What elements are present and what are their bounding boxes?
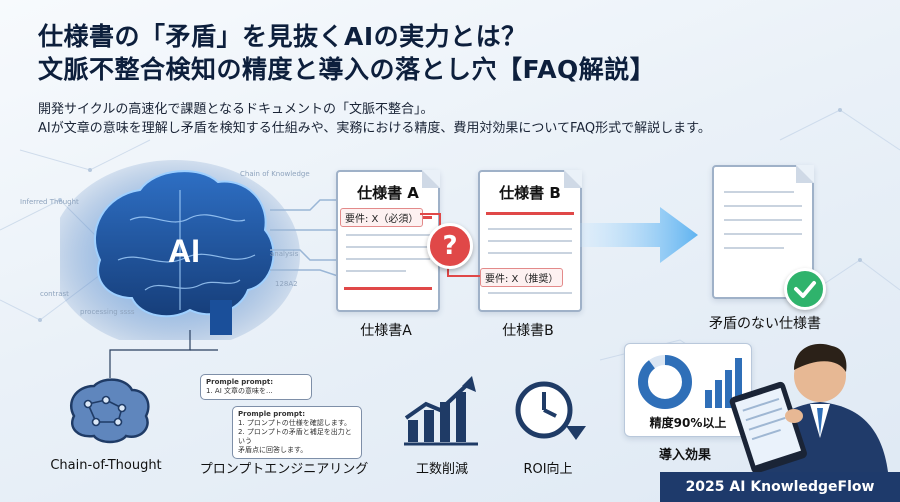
text-line [346, 234, 430, 236]
text-line [346, 270, 406, 272]
check-icon [784, 268, 826, 310]
mini-bars-icon [705, 358, 742, 408]
conflict-question-icon: ? [427, 223, 473, 269]
title-line-2: 文脈不整合検知の精度と導入の落とし穴【FAQ解説】 [38, 55, 656, 84]
bg-text-0: Chain of Knowledge [240, 170, 310, 178]
text-line [488, 252, 572, 254]
bar-chart-icon [404, 376, 478, 446]
page-fold-icon [422, 170, 440, 188]
text-line [488, 240, 572, 242]
spec-a-conflict-line-2 [344, 287, 432, 290]
accuracy-card: 精度90%以上 [624, 343, 752, 437]
caption-spec-a: 仕様書A [360, 323, 412, 339]
brain-connectors [270, 199, 350, 281]
footer-credit: 2025 AI KnowledgeFlow [660, 472, 900, 502]
spec-a-requirement: 要件: X（必須） [340, 208, 424, 227]
prompt-bubble-2-text-3: 矛盾点に回答します。 [238, 446, 308, 454]
businessman-illustration [729, 343, 888, 472]
spec-a-document: 仕様書 A [336, 170, 440, 312]
page-fold-icon [564, 170, 582, 188]
text-line [724, 233, 802, 235]
prompt-bubble-2-text-2: 2. プロンプトの矛盾と補足を出力という [238, 428, 352, 445]
arrow-right-icon [580, 207, 698, 263]
clock-icon [515, 381, 586, 440]
prompt-bubble-2-text-1: 1. プロンプトの仕様を確認します。 [238, 419, 351, 427]
accuracy-label: 精度90%以上 [649, 416, 727, 430]
cot-label: Chain-of-Thought [50, 458, 162, 473]
workload-label: 工数削減 [415, 462, 468, 477]
ai-brain-illustration: AI Inferred Thought Chain of Knowledge c… [20, 150, 320, 350]
caption-result: 矛盾のない仕様書 [709, 316, 821, 332]
spec-a-title: 仕様書 A [357, 184, 419, 202]
spec-b-conflict-line [486, 212, 574, 215]
conflict-mark: ? [442, 231, 458, 261]
prompt-bubble-2-title: Promple prompt: [238, 410, 306, 418]
brain-label: AI [168, 233, 200, 269]
effect-label: 導入効果 [658, 448, 711, 463]
prompt-label: プロンプトエンジニアリング [199, 462, 369, 477]
bg-text-4: 128A2 [275, 280, 298, 288]
donut-chart-icon [638, 355, 692, 409]
prompt-bubble-1-title: Promple prompt: [206, 378, 274, 386]
prompt-bubble-1: Promple prompt: 1. AI 文章の意味を... [200, 374, 312, 400]
page-title: 仕様書の「矛盾」を見抜くAIの実力とは？ 文脈不整合検知の精度と導入の落とし穴【… [38, 20, 655, 86]
brain-icon: AI [50, 160, 300, 350]
spec-b-document: 仕様書 B [478, 170, 582, 312]
subtitle-line-1: 開発サイクルの高速化で課題となるドキュメントの「文脈不整合」。 [38, 102, 434, 117]
text-line [488, 228, 572, 230]
text-line [724, 247, 784, 249]
bg-text-1: Inferred Thought [20, 198, 79, 206]
bg-text-2: contrast [40, 290, 69, 298]
spec-b-requirement: 要件: X（推奨） [480, 268, 564, 287]
bg-text-3: analysis [270, 250, 299, 258]
text-line [724, 191, 794, 193]
text-line [724, 205, 802, 207]
text-line [724, 219, 802, 221]
text-line [346, 258, 430, 260]
cot-brain-icon [69, 378, 150, 444]
spec-b-title: 仕様書 B [499, 184, 561, 202]
bg-text-5: processing ssss [80, 308, 135, 316]
title-line-1: 仕様書の「矛盾」を見抜くAIの実力とは？ [38, 22, 527, 51]
caption-spec-b: 仕様書B [502, 323, 554, 339]
prompt-bubble-1-text: 1. AI 文章の意味を... [206, 387, 273, 395]
feature-connectors [109, 330, 218, 378]
text-line [488, 292, 572, 294]
roi-label: ROI向上 [523, 462, 573, 477]
subtitle-line-2: AIが文章の意味を理解し矛盾を検知する仕組みや、実務における精度、費用対効果につ… [38, 121, 711, 136]
text-line [346, 246, 430, 248]
prompt-bubble-2: Promple prompt: 1. プロンプトの仕様を確認します。 2. プロ… [232, 406, 362, 459]
page-fold-icon [796, 165, 814, 183]
